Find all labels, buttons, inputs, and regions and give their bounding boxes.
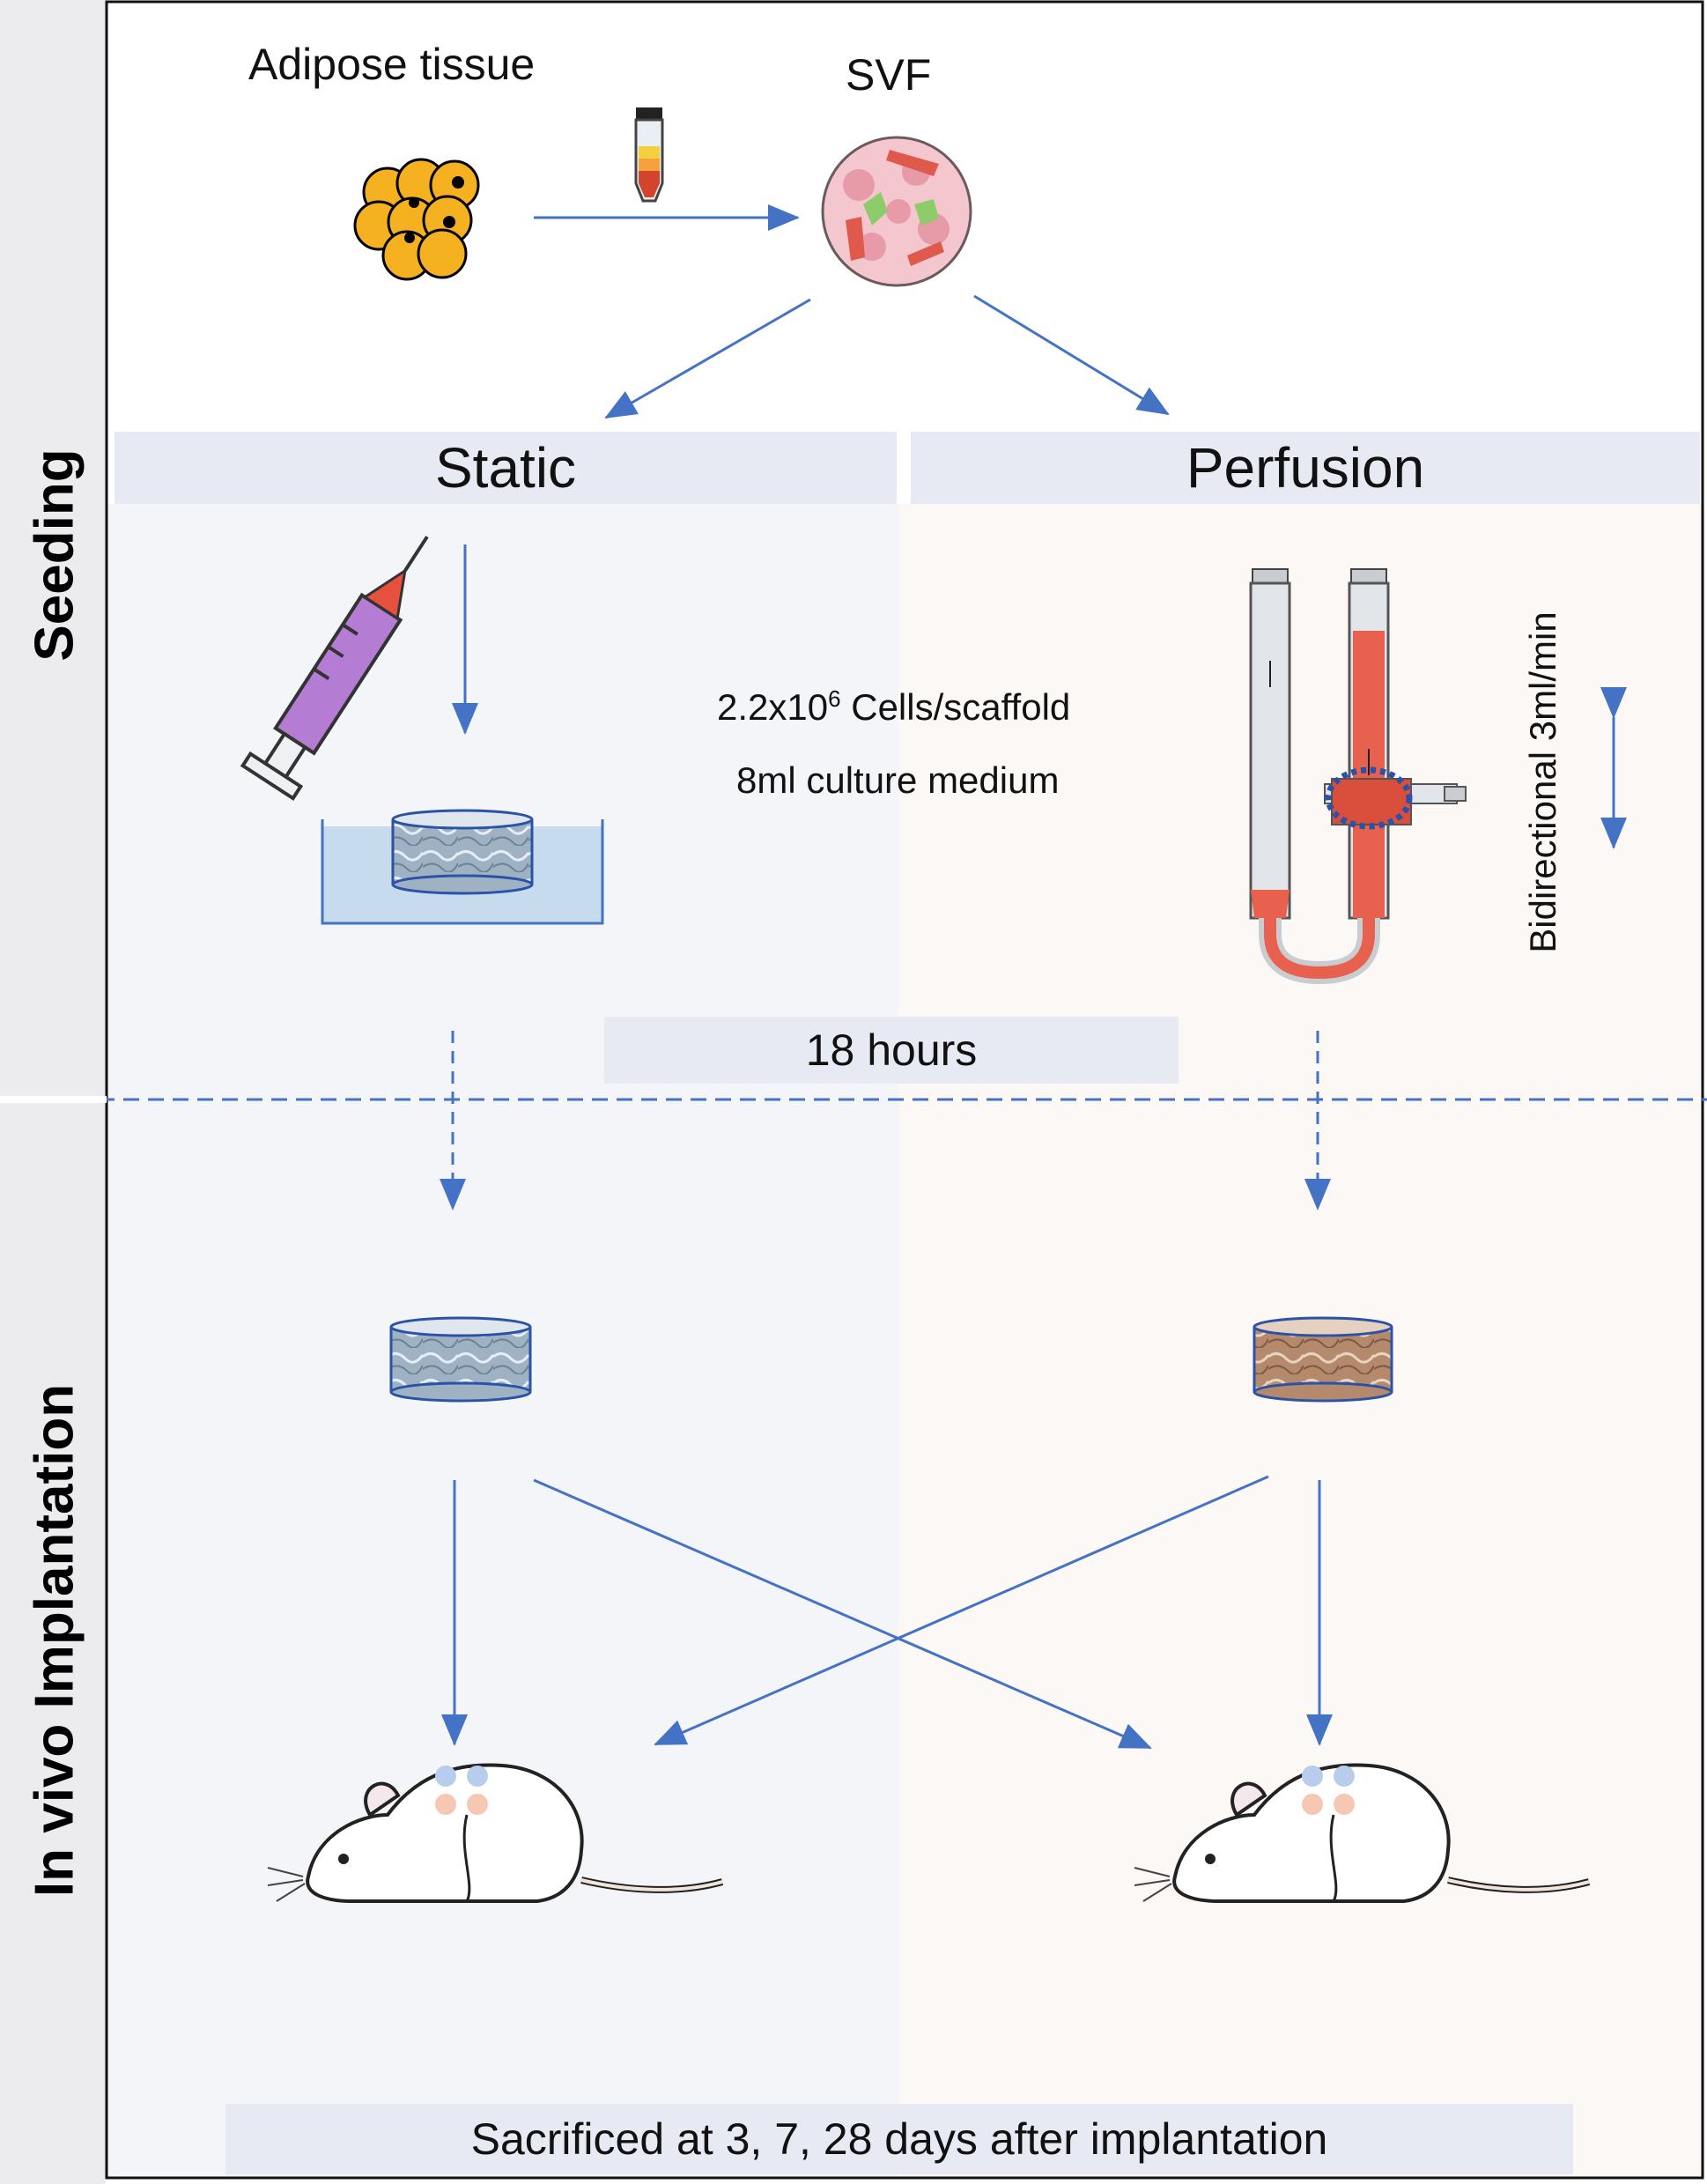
syringe-icon [240, 536, 429, 801]
perfusion-header: Perfusion [911, 432, 1700, 504]
in-vivo-side-label: In vivo Implantation [24, 1383, 85, 1898]
perfusion-bioreactor-icon [1249, 568, 1467, 985]
cells-count-exponent: 6 [828, 685, 841, 712]
duration-bar: 18 hours [604, 1017, 1179, 1084]
static-header: Static [115, 432, 897, 504]
adipose-tissue-label: Adipose tissue [248, 40, 536, 89]
main-frame [105, 0, 1704, 2180]
culture-medium-label: 8ml culture medium [736, 759, 1060, 801]
cells-count-base: 2.2x10 [717, 686, 829, 728]
label-column [0, 0, 106, 2184]
scaffold-chamber-highlight [1325, 766, 1413, 830]
svf-label: SVF [846, 50, 932, 100]
seeding-side-label: Seeding [24, 448, 85, 662]
rat-right-icon [1134, 1763, 1591, 1903]
sacrifice-timepoints-bar: Sacrificed at 3, 7, 28 days after implan… [225, 2104, 1573, 2174]
adipocyte-cluster-icon [353, 158, 480, 281]
arrow-static-to-right-rat [533, 1478, 1152, 1750]
cells-per-scaffold-label: 2.2x106 Cells/scaffold [717, 685, 1070, 729]
arrow-svf-to-perfusion [973, 294, 1170, 416]
scaffold-static-seeded-icon [389, 1316, 532, 1403]
bidirectional-flow-label: Bidirectional 3ml/min [1522, 611, 1563, 953]
scaffold-perfusion-seeded-icon [1253, 1316, 1393, 1403]
cells-count-unit: Cells/scaffold [840, 686, 1071, 728]
centrifuge-tube-icon [634, 107, 664, 203]
arrow-perfusion-to-left-rat [654, 1475, 1269, 1746]
arrow-svf-to-static [604, 298, 811, 419]
svf-cells-icon [821, 136, 972, 287]
scaffold-static-seeding-icon [391, 809, 534, 895]
rat-left-icon [267, 1763, 724, 1903]
